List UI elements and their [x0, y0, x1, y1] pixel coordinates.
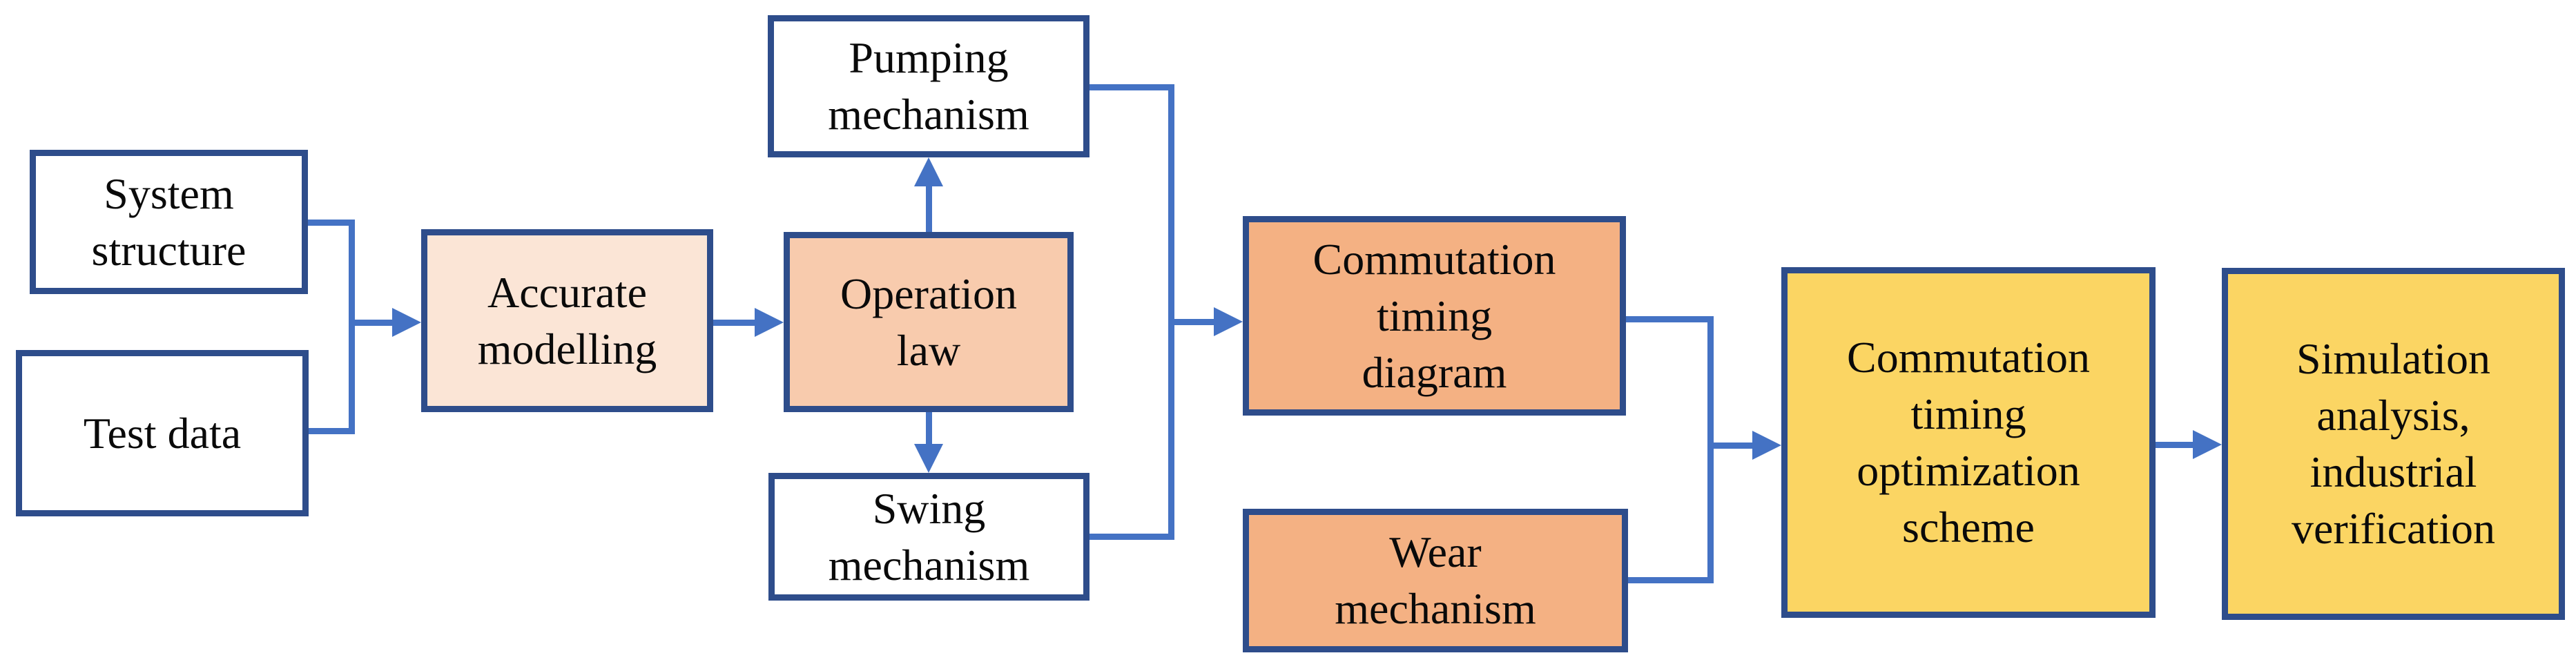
arrowhead-into-pumping-mechanism — [914, 157, 943, 186]
connector-optimization-scheme-to-simulation — [2156, 442, 2194, 448]
node-commutation-timing-diagram: Commutation timing diagram — [1243, 216, 1626, 416]
connector-operation-law-down — [926, 412, 932, 445]
connector-test-data-out — [309, 428, 355, 434]
node-system-structure: System structure — [30, 150, 308, 294]
connector-to-accurate-modelling — [349, 320, 392, 326]
arrowhead-into-accurate-modelling — [392, 308, 421, 337]
connector-accurate-modelling-to-operation-law — [713, 320, 756, 326]
connector-system-structure-out — [308, 220, 355, 226]
node-accurate-modelling: Accurate modelling — [421, 229, 713, 412]
connector-to-commutation-timing-diagram — [1168, 319, 1215, 325]
connector-mechanisms-merge-vertical — [1168, 84, 1174, 539]
node-pumping-mechanism: Pumping mechanism — [768, 15, 1090, 157]
node-wear-mechanism: Wear mechanism — [1243, 509, 1628, 652]
connector-swing-mechanism-out — [1090, 534, 1174, 540]
arrowhead-into-operation-law — [755, 308, 784, 337]
connector-commutation-timing-diagram-out — [1626, 316, 1714, 322]
arrowhead-into-commutation-timing-diagram — [1214, 307, 1243, 336]
node-commutation-timing-optimization-scheme: Commutation timing optimization scheme — [1781, 267, 2156, 618]
arrowhead-into-simulation-analysis — [2193, 430, 2222, 459]
arrowhead-into-optimization-scheme — [1752, 431, 1781, 460]
connector-pumping-mechanism-out — [1090, 84, 1174, 90]
connector-inputs-merge-vertical — [349, 220, 355, 434]
connector-to-optimization-scheme — [1707, 443, 1754, 449]
node-simulation-analysis-industrial-verification: Simulation analysis, industrial verifica… — [2222, 268, 2565, 620]
arrowhead-into-swing-mechanism — [914, 444, 943, 473]
node-swing-mechanism: Swing mechanism — [768, 473, 1090, 601]
connector-wear-mechanism-out — [1628, 577, 1714, 583]
connector-diagram-wear-merge-vertical — [1707, 316, 1714, 583]
node-operation-law: Operation law — [784, 232, 1074, 412]
connector-operation-law-up — [926, 185, 932, 232]
node-test-data: Test data — [16, 350, 309, 516]
